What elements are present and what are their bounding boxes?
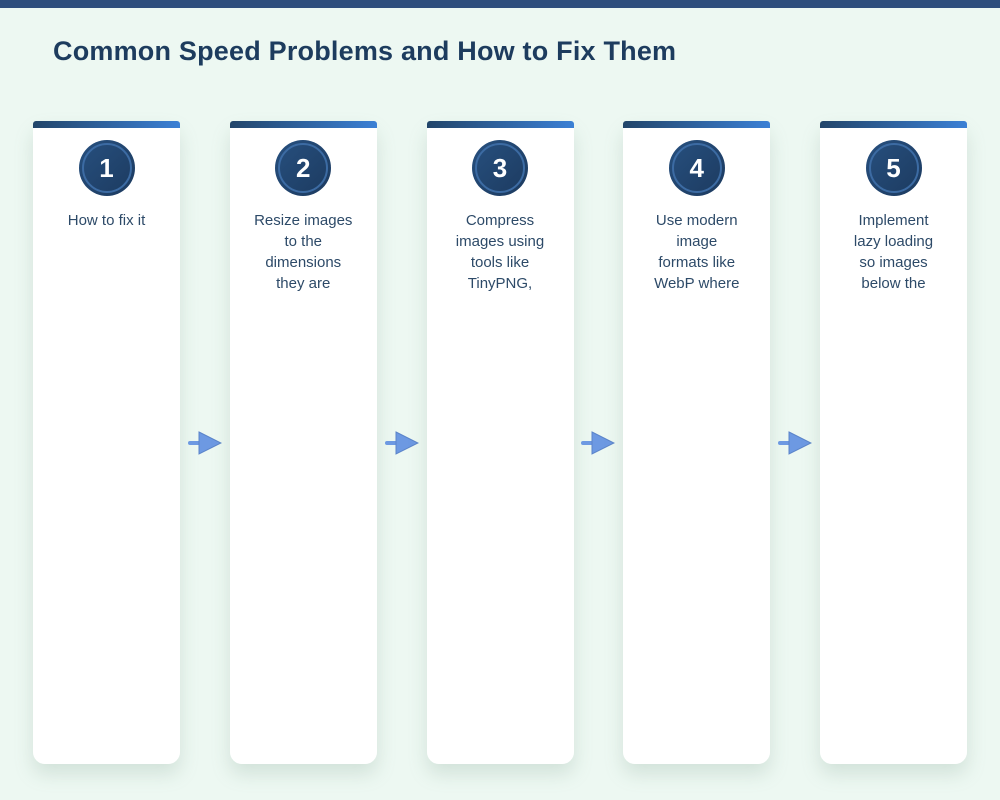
top-accent-bar <box>0 0 1000 8</box>
card-accent-bar <box>426 121 574 128</box>
page-title: Common Speed Problems and How to Fix The… <box>53 36 677 66</box>
card-accent-bar <box>229 121 377 128</box>
arrow-right-icon <box>384 430 419 455</box>
card-body: 4 Use modern image formats like WebP whe… <box>623 128 771 764</box>
step-card-3: 3 Compress images using tools like TinyP… <box>426 121 574 764</box>
step-text: Compress images using tools like TinyPNG… <box>455 212 545 292</box>
step-number-badge: 4 <box>668 140 725 196</box>
step-number-badge: 3 <box>472 140 528 196</box>
arrow-cell <box>377 121 427 764</box>
step-text: Implement lazy loading so images below t… <box>853 212 934 292</box>
step-number: 5 <box>886 152 901 183</box>
step-text: Resize images to the dimensions they are <box>254 212 353 292</box>
card-body: 5 Implement lazy loading so images below… <box>820 128 967 764</box>
card-body: 1 How to fix it <box>33 128 180 764</box>
steps-row: 1 How to fix it 2 Resize images to the d… <box>0 121 1000 764</box>
arrow-right-icon <box>187 430 222 455</box>
card-accent-bar <box>623 121 771 128</box>
card-accent-bar <box>820 121 967 128</box>
card-body: 3 Compress images using tools like TinyP… <box>426 128 574 764</box>
step-number: 2 <box>296 152 311 183</box>
arrow-cell <box>770 121 820 764</box>
arrow-right-icon <box>581 430 616 455</box>
card-body: 2 Resize images to the dimensions they a… <box>229 128 377 764</box>
arrow-cell <box>574 121 624 764</box>
step-number: 3 <box>492 152 508 183</box>
arrow-right-icon <box>778 430 813 455</box>
step-card-4: 4 Use modern image formats like WebP whe… <box>623 121 771 764</box>
step-number-badge: 5 <box>865 140 922 196</box>
step-card-5: 5 Implement lazy loading so images below… <box>820 121 967 764</box>
step-card-1: 1 How to fix it <box>33 121 180 764</box>
step-number: 1 <box>99 152 114 183</box>
step-number: 4 <box>689 152 704 183</box>
step-number-badge: 1 <box>78 140 135 196</box>
step-text: How to fix it <box>67 212 146 229</box>
step-card-2: 2 Resize images to the dimensions they a… <box>229 121 377 764</box>
arrow-cell <box>180 121 230 764</box>
step-number-badge: 2 <box>275 140 332 196</box>
card-accent-bar <box>33 121 180 128</box>
step-text: Use modern image formats like WebP where <box>654 212 740 292</box>
